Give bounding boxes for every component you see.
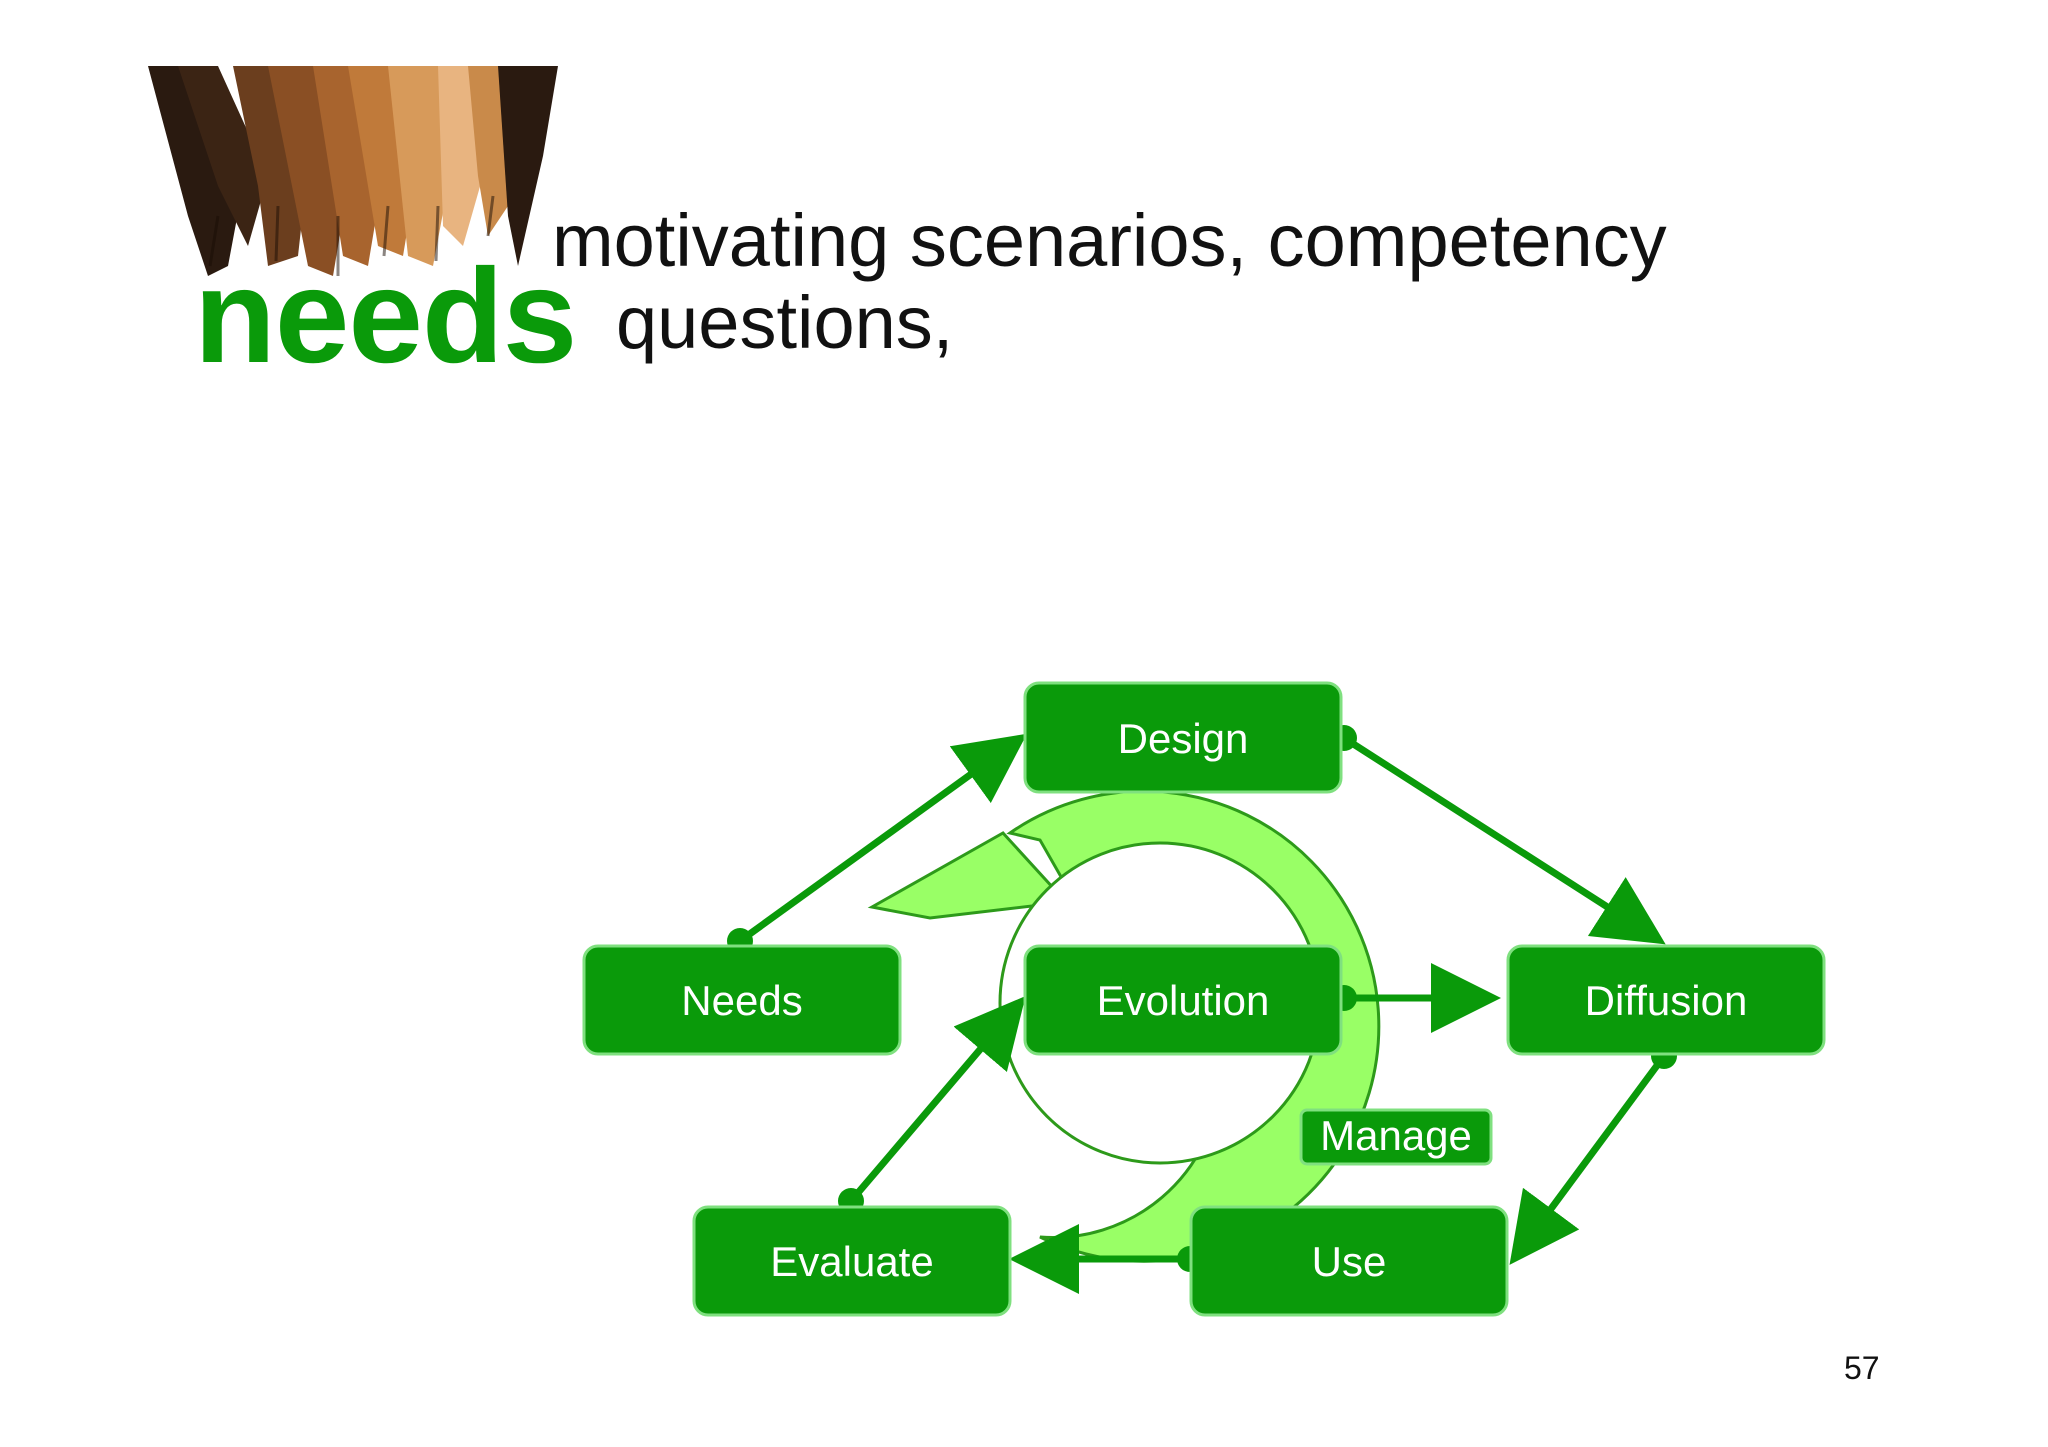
page-number: 57 (1844, 1350, 1880, 1386)
manage-label: Manage (1320, 1112, 1472, 1159)
node-use: Use (1189, 1205, 1509, 1317)
node-evolution-label: Evolution (1097, 977, 1270, 1024)
hands-image (148, 66, 558, 276)
node-evaluate: Evaluate (692, 1205, 1012, 1317)
subtitle-line-1: motivating scenarios, competency (552, 199, 1667, 282)
edge-needs-design (727, 733, 1028, 954)
node-evolution: Evolution (1023, 944, 1343, 1056)
node-design-label: Design (1118, 715, 1249, 762)
node-diffusion-label: Diffusion (1585, 977, 1748, 1024)
node-needs-label: Needs (681, 977, 802, 1024)
node-needs: Needs (582, 944, 902, 1056)
edge-design-diffusion (1331, 725, 1666, 945)
subtitle-line-2: questions, (616, 281, 954, 364)
node-evaluate-label: Evaluate (770, 1238, 933, 1285)
node-use-label: Use (1312, 1238, 1387, 1285)
manage-label-box: Manage (1299, 1108, 1493, 1166)
node-design: Design (1023, 681, 1343, 794)
node-diffusion: Diffusion (1506, 944, 1826, 1056)
needs-keyword: needs (194, 242, 577, 391)
edge-diffusion-use (1509, 1043, 1677, 1265)
